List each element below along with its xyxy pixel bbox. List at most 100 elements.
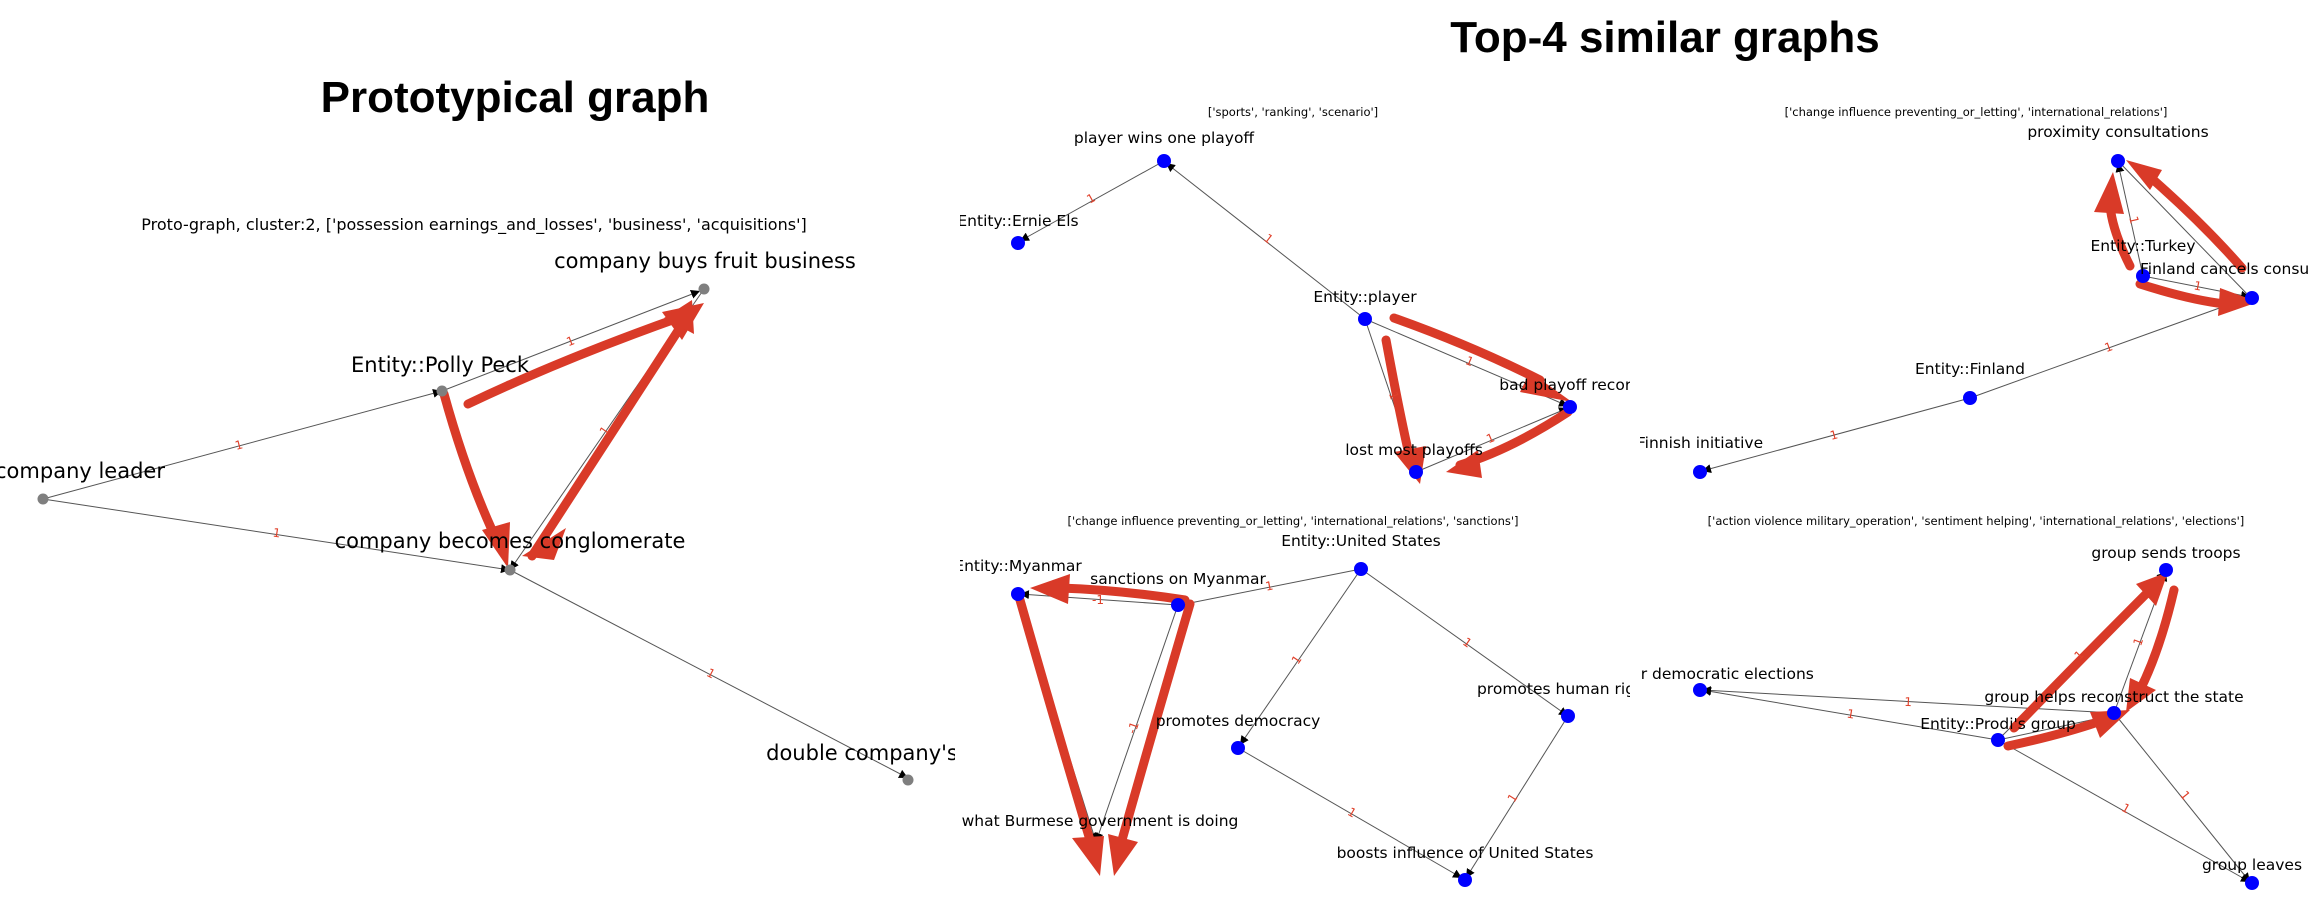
g1-node-player [1358, 312, 1372, 326]
g4-edge-helps-elections [1701, 686, 2115, 714]
g4-red-arrow-prodi-troops [2009, 585, 2155, 733]
g4-red-arrow-prodi-helps [2003, 717, 2103, 751]
red-arrow-becomes-buys [527, 315, 690, 561]
g2-edge-finland-cancels [1969, 295, 2251, 399]
g1-node-els [1011, 236, 1025, 250]
g1-node-bad [1563, 400, 1577, 414]
edge-label-leader-polly: 1 [233, 437, 244, 453]
label-double-company: double company's [766, 741, 958, 765]
g1-node-wins [1157, 154, 1171, 168]
g3-edge-us-sanctions [1179, 568, 1362, 608]
g3-label-democracy: promotes democracy [1156, 712, 1321, 730]
g2-edge-label-finland-initiative: 1 [1828, 427, 1839, 443]
g1-edge-label-player-bad: 1 [1463, 353, 1476, 369]
node-polly-peck [436, 385, 448, 397]
red-arrow-polly-becomes [439, 389, 497, 535]
g2-label-initiative: Finnish initiative [1637, 434, 1763, 452]
g3-label-sanctions: sanctions on Myanmar [1090, 570, 1266, 588]
g1-red-head-bad-lost [1446, 450, 1482, 478]
g2-edge-turkey-prox [2115, 162, 2144, 277]
g2-red-head-turkey-cancels [2218, 288, 2258, 316]
g4-label-troops: group sends troops [2091, 544, 2240, 562]
g1-label-els: Entity::Ernie Els [957, 212, 1078, 230]
node-double-company [902, 774, 914, 786]
g2-node-turkey [2136, 269, 2150, 283]
g4-node-helps [2107, 706, 2121, 720]
g2-red-head-turkey-prox [2094, 172, 2124, 214]
g3-edge-democracy-boosts [1237, 747, 1463, 879]
red-arrowhead-becomes-buys [664, 300, 694, 334]
g3-edge-label-us-sanctions: 1 [1264, 578, 1274, 593]
g2-label-cancels: Finland cancels consultations [2140, 260, 2308, 278]
g4-red-arrow-troops-helps [2135, 585, 2179, 695]
g2-red-arrow-turkey-cancels [2135, 279, 2230, 309]
label-polly-peck: Entity::Polly Peck [351, 353, 530, 377]
g3-label-rights: promotes human rights [1477, 680, 1659, 698]
g4-edge-prodi-elections [1701, 687, 1999, 741]
g2-node-finland [1963, 391, 1977, 405]
g4-label-leaves: group leaves [2202, 856, 2302, 874]
g4-node-troops [2159, 563, 2173, 577]
g3-node-democracy [1231, 741, 1245, 755]
edge-leader-becomes [42, 498, 511, 574]
g3-edge-rights-boosts [1465, 715, 1569, 879]
similar-graph-1-panel: ['sports', 'ranking', 'scenario'] player… [957, 105, 1641, 484]
g4-node-leaves [2245, 876, 2259, 890]
g2-node-cancels [2245, 291, 2259, 305]
g1-label-wins: player wins one playoff [1074, 129, 1255, 147]
g3-node-rights [1561, 709, 1575, 723]
g3-edge-label-sanctions-myanmar: -1 [1092, 593, 1104, 607]
g1-label-bad: bad playoff record [1499, 376, 1641, 394]
g3-node-boosts [1458, 873, 1472, 887]
g2-red-arrow-turkey-prox [2105, 200, 2135, 271]
g2-edge-prox-cancels [2117, 160, 2251, 298]
g4-edge-label-prodi-elections: 1 [1846, 707, 1856, 722]
g4-edge-prodi-leaves [1997, 739, 2251, 883]
g3-edge-label-rights-boosts: 1 [1505, 791, 1521, 805]
g2-edge-finland-initiative [1701, 397, 1971, 473]
proto-graph-subtitle: Proto-graph, cluster:2, ['possession ear… [141, 215, 806, 235]
g3-label-us: Entity::United States [1281, 532, 1441, 550]
g2-label-prox: proximity consultations [2027, 123, 2208, 141]
similar-graph-3-panel: ['change influence preventing_or_letting… [960, 514, 1659, 887]
g4-label-prodi: Entity::Prodi's group [1920, 715, 2076, 733]
g4-edge-helps-leaves [2113, 712, 2251, 883]
red-arrowhead-becomes [522, 528, 566, 560]
g3-label-burmese: what Burmese government is doing [962, 812, 1239, 830]
edge-label-leader-becomes: 1 [272, 526, 282, 541]
graph-4-title: ['action violence military_operation', '… [1708, 514, 2245, 528]
g3-red-head-myanmar-burmese [1072, 836, 1104, 876]
g3-red-arrow-sanctions-burmese [1117, 599, 1195, 845]
g3-label-boosts: boosts influence of United States [1337, 844, 1594, 862]
g1-edge-label-player-lost: 1 [1386, 390, 1402, 402]
proto-graph-panel: Proto-graph, cluster:2, ['possession ear… [0, 215, 958, 786]
node-company-leader [37, 493, 49, 505]
similar-graph-4-panel: ['action violence military_operation', '… [1586, 514, 2302, 890]
g3-red-arrow-myanmar-burmese [1015, 595, 1095, 845]
g3-red-arrow-sanctions-myanmar [1055, 583, 1190, 605]
g4-label-elections: calls for democratic elections [1586, 665, 1814, 683]
edge-leader-polly [42, 389, 443, 500]
label-buys-fruit: company buys fruit business [554, 249, 856, 273]
g4-red-head-troops-helps [2126, 678, 2156, 712]
g2-red-head-prox [2126, 160, 2162, 190]
prototypical-graph-title: Prototypical graph [321, 73, 710, 122]
g2-label-finland: Entity::Finland [1915, 360, 2025, 378]
g2-node-prox [2111, 154, 2125, 168]
g1-red-head-player-bad [1520, 372, 1572, 402]
g1-edge-lost-bad [1415, 407, 1569, 473]
g1-edge-player-wins [1165, 162, 1366, 320]
similar-graphs-title: Top-4 similar graphs [1450, 13, 1880, 62]
g3-edge-label-sanctions-burmese: -1 [1125, 720, 1142, 736]
g3-red-head-sanctions-myanmar [1030, 574, 1070, 604]
red-arrow-polly-buys [463, 313, 683, 409]
g1-red-arrow-player-bad [1389, 313, 1545, 385]
g3-node-myanmar [1011, 587, 1025, 601]
g2-node-initiative [1693, 465, 1707, 479]
g4-node-elections [1693, 683, 1707, 697]
g4-edge-label-helps-troops: 1 [2130, 636, 2146, 648]
g2-edge-label-finland-cancels: 1 [2103, 339, 2115, 355]
graph-2-title: ['change influence preventing_or_letting… [1785, 105, 2168, 119]
g1-edge-wins-els [1019, 160, 1165, 242]
